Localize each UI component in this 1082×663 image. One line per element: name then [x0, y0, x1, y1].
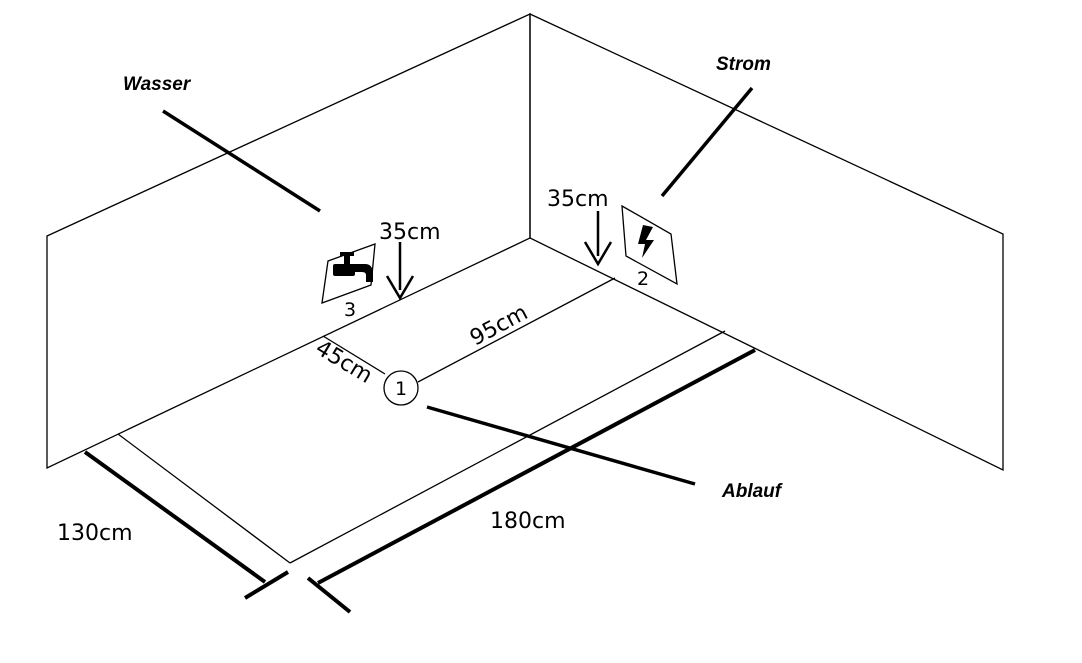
length-dimension-line — [317, 348, 756, 585]
power-connection: 2 — [621, 204, 678, 290]
drain-guides — [322, 277, 616, 383]
drain-guide-left — [322, 335, 386, 375]
drain-label: Ablauf — [721, 481, 783, 502]
water-marker-number: 3 — [344, 299, 356, 321]
water-connection: 3 — [321, 243, 376, 321]
power-leader — [660, 86, 754, 198]
power-label: Strom — [716, 54, 771, 75]
drain-marker: 1 — [383, 370, 419, 406]
drain-left-distance-label: 45cm — [311, 336, 377, 389]
walls — [46, 12, 1004, 472]
power-height-label: 35cm — [547, 187, 609, 212]
dimension-lines — [83, 348, 756, 614]
width-dimension-tick — [243, 570, 290, 600]
drain-guide-back — [417, 277, 616, 383]
power-marker-number: 2 — [637, 268, 649, 290]
drain-circle — [383, 370, 419, 406]
width-dimension-line — [83, 450, 267, 584]
water-leader — [162, 109, 321, 213]
length-label: 180cm — [490, 509, 566, 534]
faucet-icon — [333, 252, 373, 282]
leader-lines — [162, 86, 754, 486]
water-height-label: 35cm — [379, 220, 441, 245]
lightning-icon — [638, 225, 654, 258]
drain-leader — [426, 405, 696, 486]
tray-right-edge — [289, 330, 726, 564]
length-dimension-tick — [306, 576, 352, 614]
width-label: 130cm — [57, 521, 133, 546]
drain-marker-number: 1 — [395, 378, 407, 400]
shower-tray-outline — [117, 330, 726, 564]
water-label: Wasser — [123, 74, 192, 95]
right-wall — [529, 12, 1004, 472]
water-height-arrow — [385, 242, 415, 301]
power-height-arrow — [583, 211, 613, 267]
tray-front-edge — [117, 433, 291, 564]
drain-back-distance-label: 95cm — [466, 300, 532, 351]
left-wall — [46, 12, 531, 470]
